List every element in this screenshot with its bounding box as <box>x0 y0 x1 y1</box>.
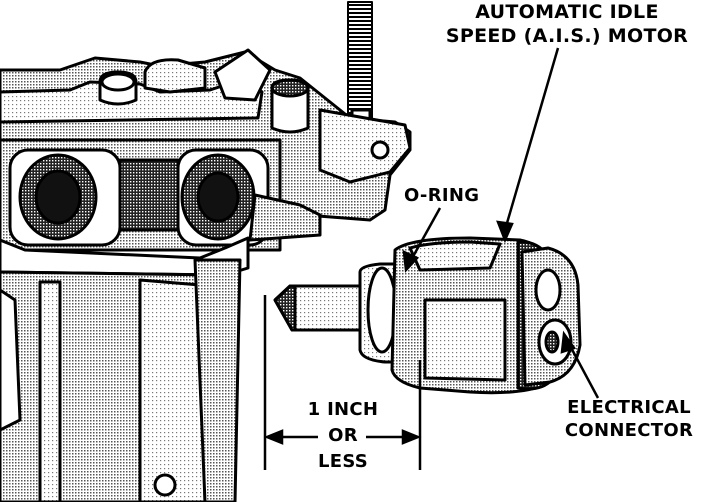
dimension-label-line2: OR <box>328 425 358 446</box>
throttle-body-illustration <box>0 1 412 502</box>
dimension-label-line3: LESS <box>317 451 369 472</box>
connector-label: ELECTRICAL CONNECTOR <box>558 396 700 442</box>
motor-label-line1: AUTOMATIC IDLE <box>475 1 659 23</box>
motor-label-line2: SPEED (A.I.S.) MOTOR <box>445 25 689 47</box>
leader-line-icon <box>402 47 600 399</box>
connector-label-line1: ELECTRICAL <box>567 397 691 418</box>
dimension-arrow-icon <box>263 295 422 470</box>
electrical-connector-illustration <box>520 246 582 387</box>
dimension-label-line1: 1 INCH <box>307 399 379 420</box>
motor-label: AUTOMATIC IDLE SPEED (A.I.S.) MOTOR <box>436 0 698 48</box>
o-ring-label: O-RING <box>404 185 480 206</box>
dimension-label: 1 INCH OR LESS <box>288 397 398 475</box>
connector-label-line2: CONNECTOR <box>564 420 694 441</box>
